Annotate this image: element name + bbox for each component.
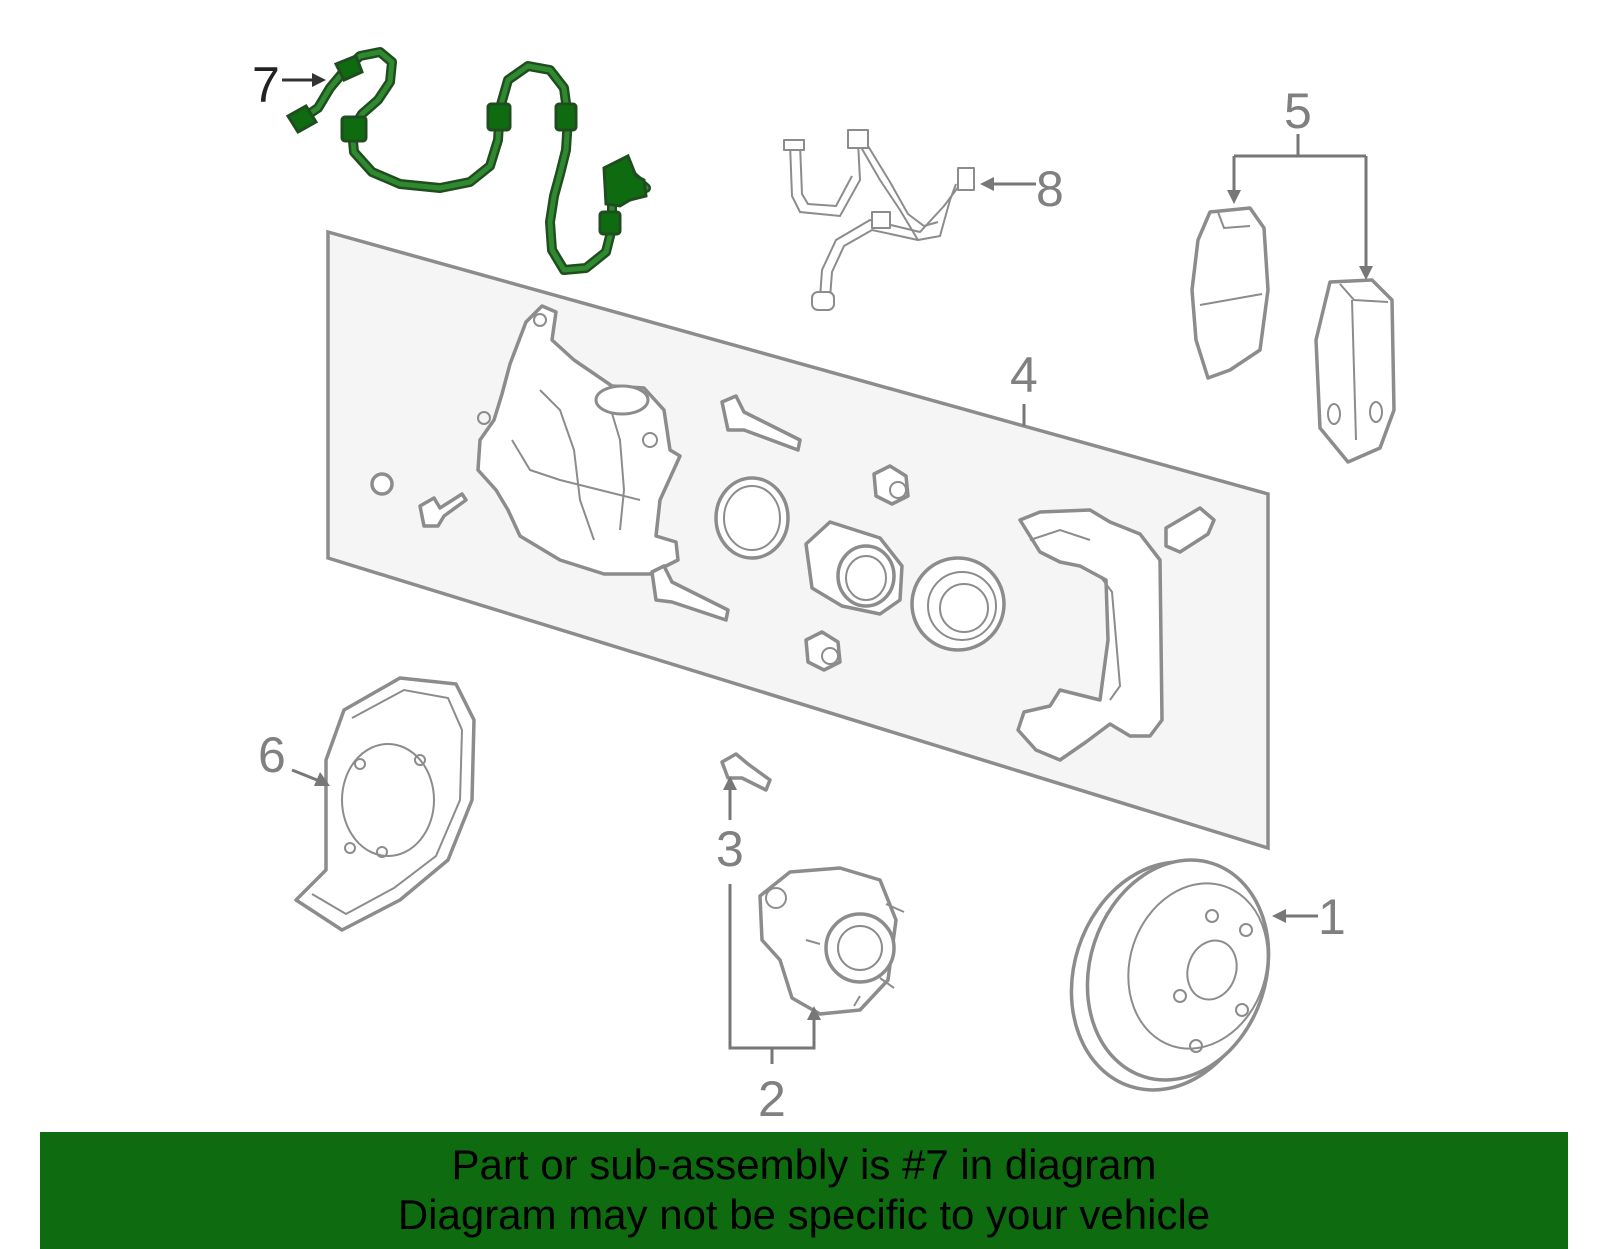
callout-7: 7: [252, 57, 280, 113]
part-4-caliper-assembly[interactable]: [326, 229, 1270, 851]
callout-3: 3: [716, 821, 744, 877]
leader-lines: [282, 73, 1373, 1064]
part-7-abs-sensor-harness[interactable]: [285, 47, 651, 275]
banner-line-2: Diagram may not be specific to your vehi…: [397, 1191, 1211, 1238]
part-6-dust-shield[interactable]: [294, 676, 476, 932]
part-8-brake-hose[interactable]: [783, 129, 975, 311]
part-2-hub-bearing[interactable]: [758, 866, 905, 1016]
banner-line-1: Part or sub-assembly is #7 in diagram: [451, 1141, 1157, 1188]
callout-labels: 7 8 5 4 6 3 2 1: [252, 57, 1346, 1127]
callout-5: 5: [1284, 83, 1312, 139]
part-1-brake-rotor[interactable]: [1043, 836, 1297, 1114]
part-5-brake-pads[interactable]: [1190, 206, 1396, 464]
callout-6: 6: [258, 727, 286, 783]
callout-8: 8: [1036, 161, 1064, 217]
callout-1: 1: [1318, 889, 1346, 945]
info-banner: Part or sub-assembly is #7 in diagram Di…: [40, 1132, 1568, 1249]
callout-4: 4: [1010, 347, 1038, 403]
callout-2: 2: [758, 1071, 786, 1127]
